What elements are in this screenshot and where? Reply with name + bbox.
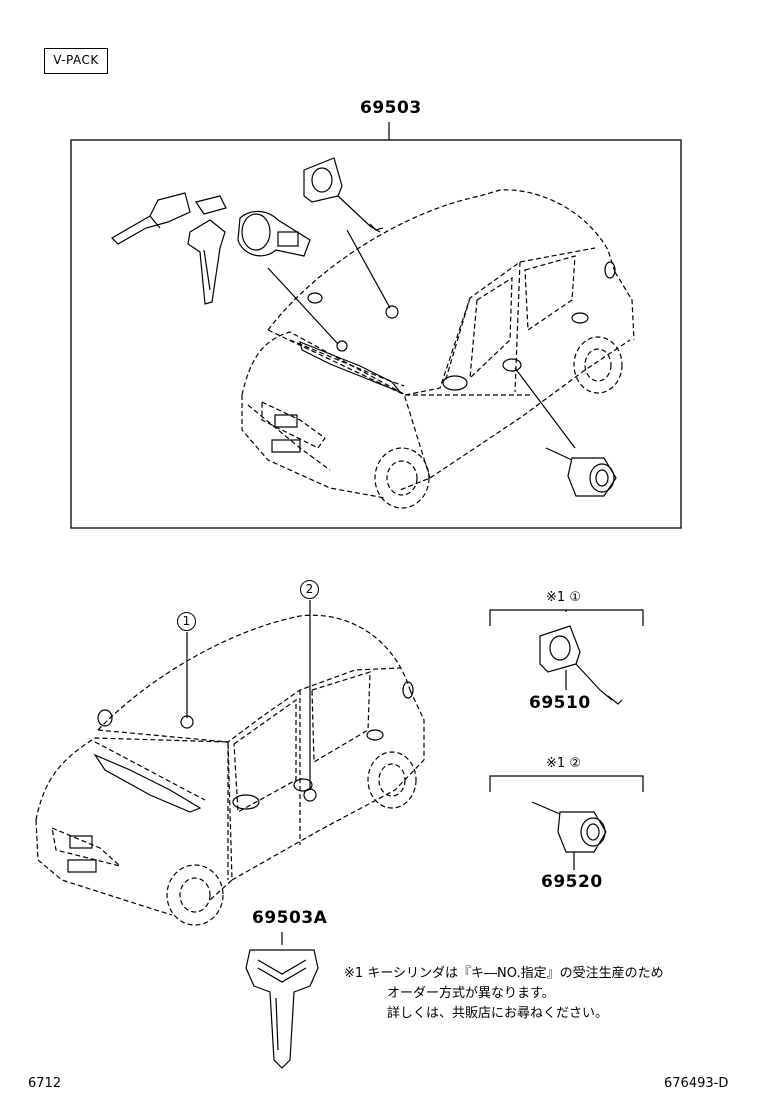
part-number-69503: 69503 [360, 98, 422, 118]
leader-ignition [267, 267, 339, 345]
part-69520-header: ※1 ② [546, 754, 581, 774]
ignition-cylinder-illustration [237, 210, 311, 257]
door-lock-cylinder-side-illustration [545, 447, 617, 497]
footer-right-code: 676493-D [664, 1076, 729, 1091]
note-mark: ※1 [546, 756, 566, 771]
door-lock-cylinder-top-illustration [303, 157, 384, 233]
note-block: ※1 キーシリンダは『キ―NO.指定』の受注生産のため オーダー方式が異なります… [344, 964, 664, 1024]
bracket-69520 [489, 775, 644, 792]
group-frame [70, 139, 682, 529]
note-mark: ※1 [344, 966, 364, 981]
part-69510-header: ※1 ① [546, 588, 581, 608]
callout-1-circle: 1 [177, 612, 196, 631]
note-line-3: 詳しくは、共販店にお尋ねください。 [387, 1006, 609, 1021]
bracket-69510 [489, 609, 644, 626]
part-number-69510: 69510 [529, 693, 591, 713]
leader-door-side [514, 367, 576, 449]
part-number-69503A: 69503A [252, 908, 328, 928]
car-illustration-top [241, 189, 635, 509]
key-69503A-illustration [245, 932, 319, 1069]
callout-1: 1 [177, 612, 196, 632]
footer-left-code: 6712 [28, 1076, 62, 1091]
leader-door-top [346, 229, 391, 309]
callout-2-circle: 2 [300, 580, 319, 599]
note-mark: ※1 [546, 590, 566, 605]
note-line-2: オーダー方式が異なります。 [387, 986, 555, 1001]
car-illustration-bottom [35, 614, 425, 926]
part-number-69520: 69520 [541, 872, 603, 892]
part-69520-circle: ② [569, 756, 581, 771]
door-lock-cylinder-69510-illustration [539, 625, 623, 705]
part-69510-circle: ① [569, 590, 581, 605]
keys-illustration [111, 192, 227, 305]
door-lock-cylinder-69520-illustration [531, 801, 607, 870]
callout-2: 2 [300, 580, 319, 600]
note-line-1: キーシリンダは『キ―NO.指定』の受注生産のため [367, 966, 664, 981]
vpack-label: V-PACK [44, 48, 108, 74]
